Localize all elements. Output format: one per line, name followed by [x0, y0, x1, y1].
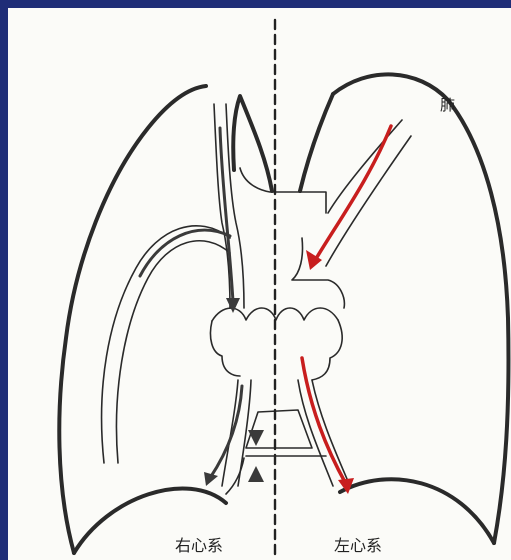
diagram-canvas: 肺 右心系 左心系	[8, 8, 511, 560]
ductus-down-arrow	[248, 430, 264, 446]
inferior-vena-cava	[222, 380, 238, 486]
pulmonary-artery-right-branch	[102, 226, 230, 463]
right-apex-lobe	[233, 96, 272, 191]
left-lung-outline	[333, 74, 508, 543]
heart-lung-diagram	[8, 8, 511, 560]
pulmonary-vein	[328, 120, 402, 213]
left-apex-lobe	[300, 94, 333, 191]
venous-return-arrow	[220, 128, 233, 302]
right-lung-outline	[59, 86, 206, 553]
ductus-up-arrow	[248, 466, 264, 482]
right-system-label: 右心系	[175, 532, 223, 556]
left-system-label: 左心系	[334, 532, 382, 556]
lung-label: 肺	[440, 94, 455, 115]
